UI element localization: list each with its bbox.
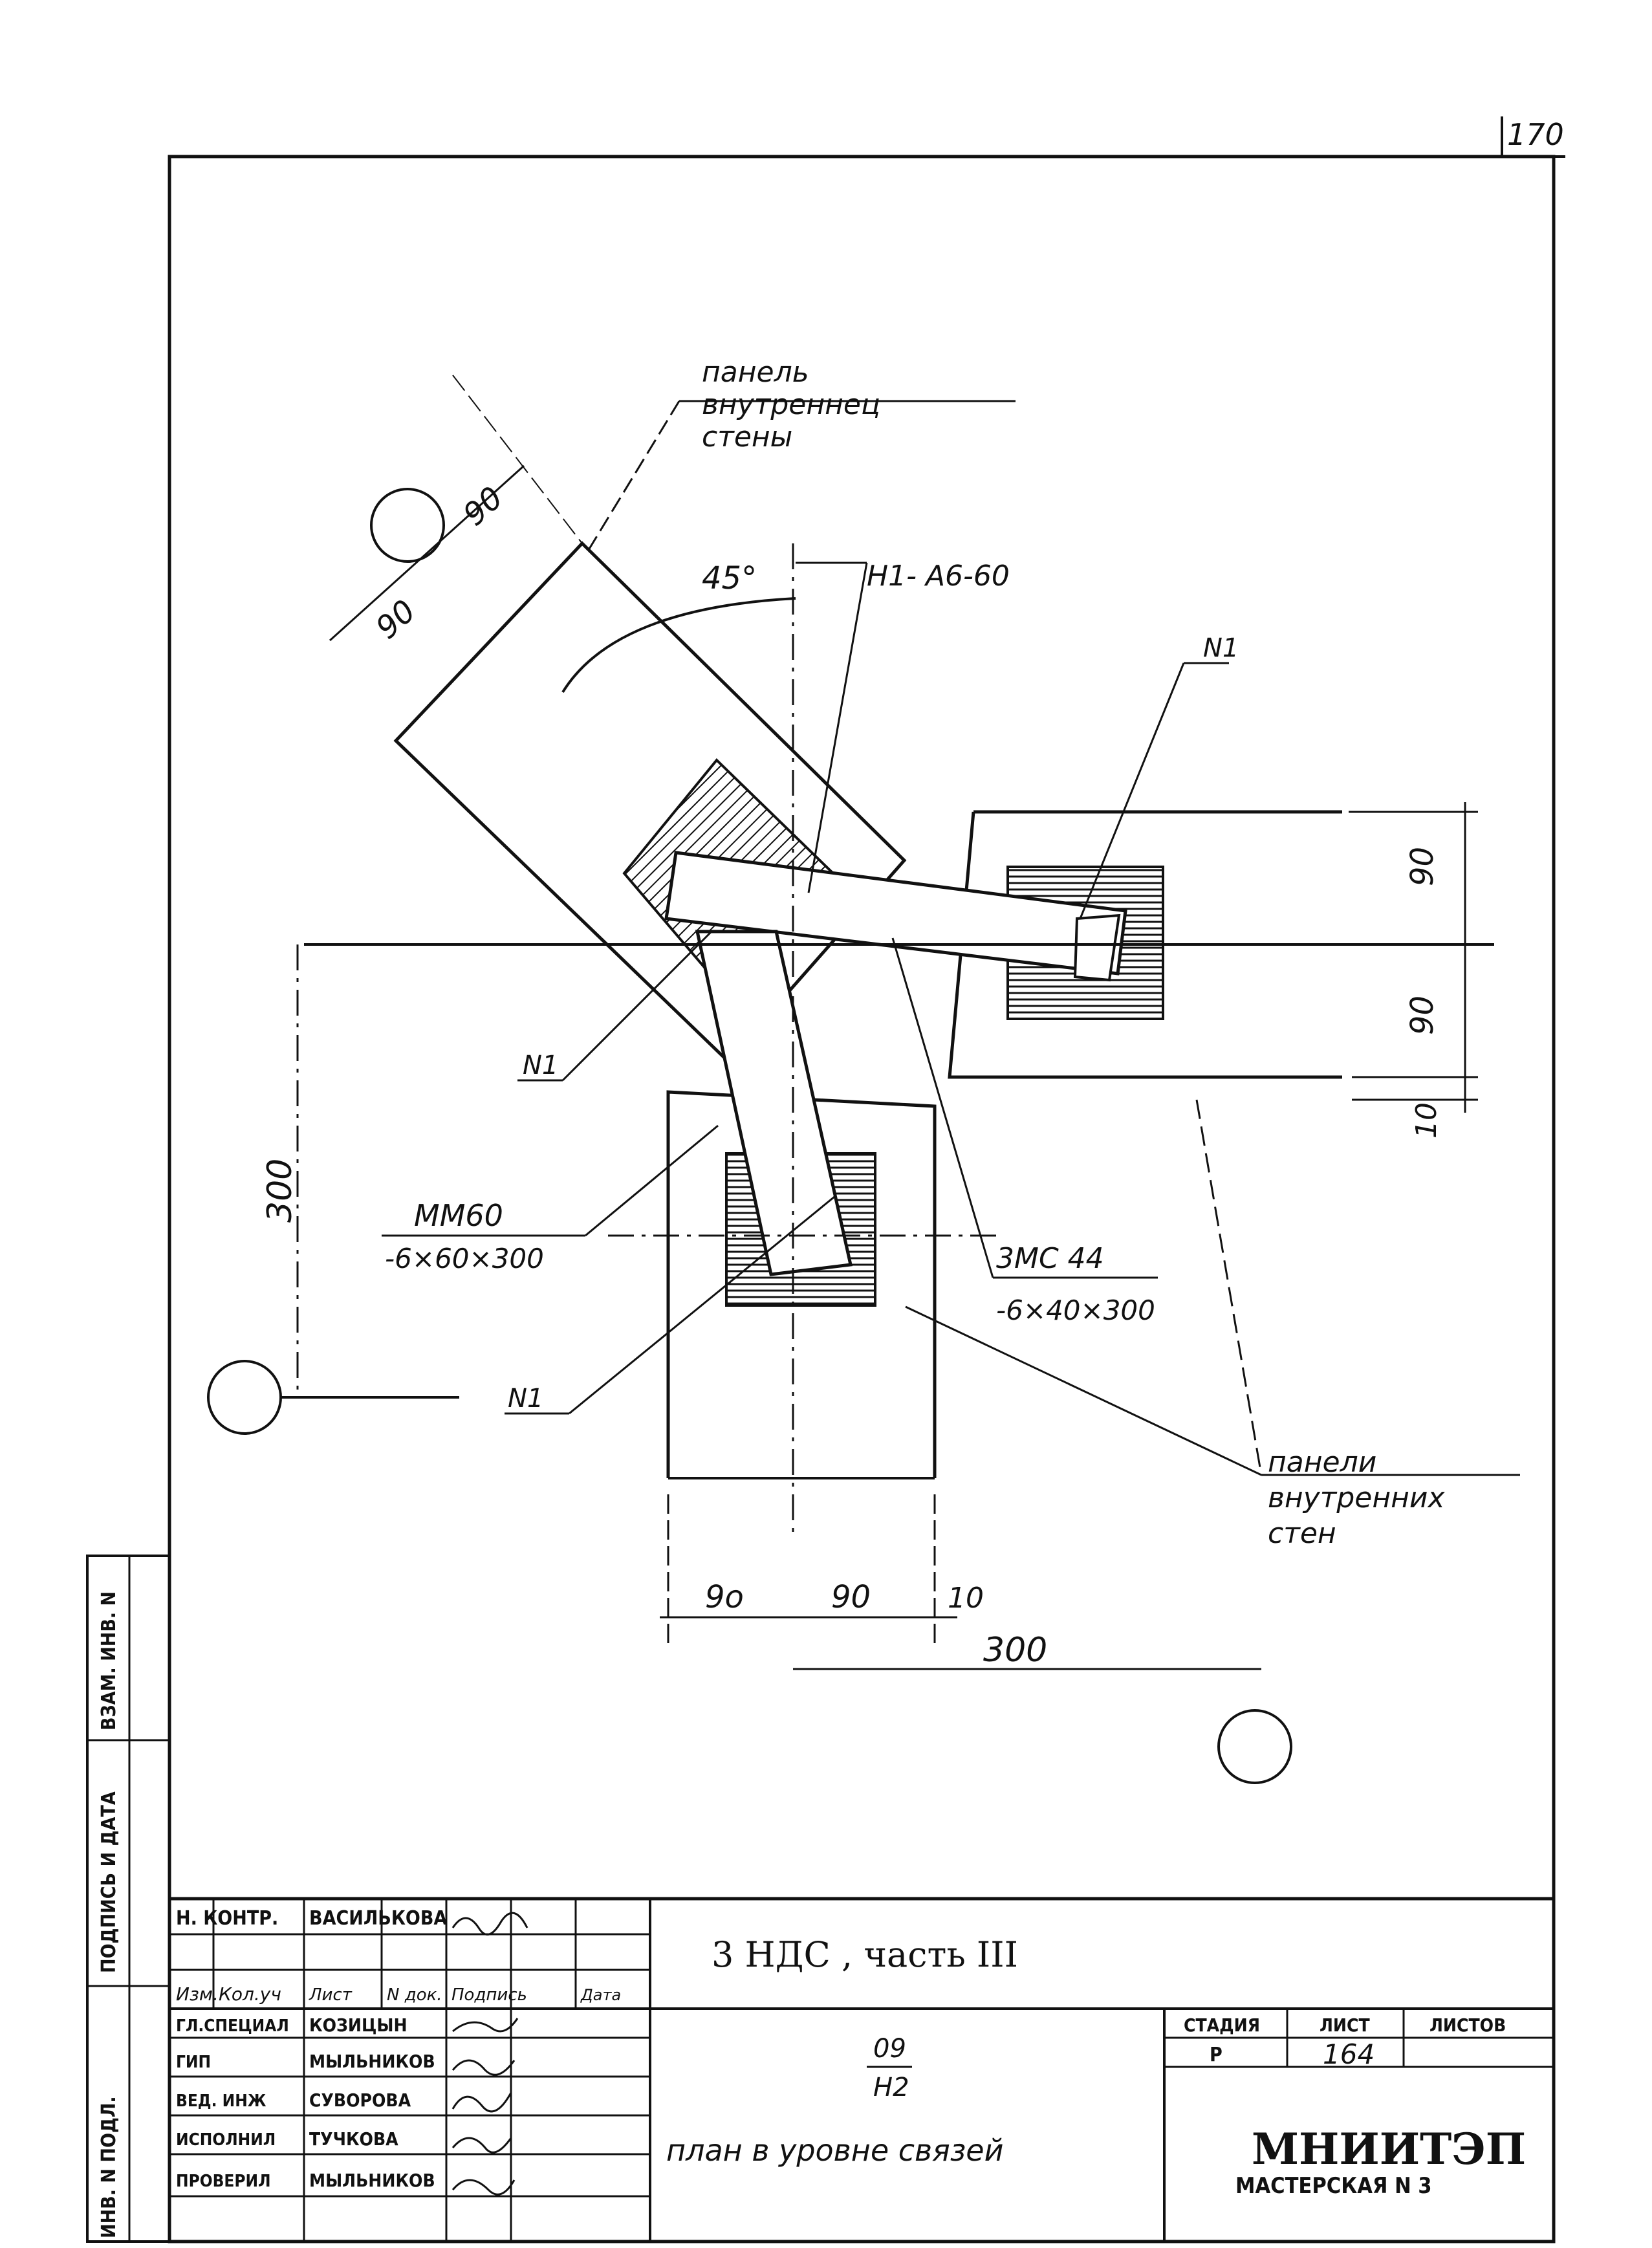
sheet-title: план в уровне связей [666,2133,1004,2168]
dim-rotated-90b: 90 [457,479,510,532]
axis-circle-left [207,1360,282,1435]
label-n1-right: N1 [1203,633,1239,663]
role-ispolnil: ИСПОЛНИЛ [176,2130,276,2150]
label-panel-inner-2: внутреннец [702,388,880,421]
plan-labels: панель внутреннец стены 45° Н1- А6-60 N1… [261,356,1446,1670]
hdr-izm: Изм. [176,1983,219,2005]
sheet-value: 164 [1323,2038,1375,2070]
dim-left-300: 300 [261,1159,299,1223]
org-name: МНИИТЭП [1252,2124,1526,2174]
axis-circle-bottom [1217,1709,1292,1784]
label-panel-inner-1: панель [702,356,809,389]
angle-arc [561,597,796,693]
strip-mm60 [695,930,853,1276]
label-n1-bottom: N1 [508,1384,543,1413]
hdr-kol-uch: Кол.уч [219,1983,281,2005]
name-vasilkova: ВАСИЛЬКОВА [309,1907,447,1930]
label-mm60-size: -6×60×300 [385,1243,544,1274]
label-panels-inner-2: внутренних [1268,1481,1446,1514]
hdr-data: Дата [580,1986,621,2004]
label-panels-inner-3: стен [1268,1517,1336,1550]
label-n1-left: N1 [523,1051,558,1080]
role-ved-inzh: ВЕД. ИНЖ [176,2091,266,2111]
role-proveril: ПРОВЕРИЛ [176,2172,271,2191]
role-n-kontr: Н. КОНТР. [176,1907,278,1930]
rotated-dimension-line [329,464,525,642]
hdr-list: Лист [309,1985,353,2005]
name-tuchkova: ТУЧКОВА [309,2128,398,2150]
dim-right-90b: 90 [1404,996,1440,1035]
signatures [451,1912,528,2196]
name-suvorova: СУВОРОВА [309,2090,411,2111]
sheet-corner-number: 170 [1507,117,1564,152]
workshop-name: МАСТЕРСКАЯ N 3 [1235,2173,1432,2199]
label-3mc44-size: -6×40×300 [996,1294,1155,1326]
hdr-podpis: Подпись [451,1985,527,2005]
role-gl-spec: ГЛ.СПЕЦИАЛ [176,2016,289,2036]
stage-value: Р [1210,2044,1223,2066]
plan-drawing [207,375,1520,1784]
name-mylnikov-2: МЫЛЬНИКОВ [309,2170,435,2191]
axis-circle-top-left [370,488,445,563]
dim-bottom-90b: 90 [831,1579,871,1615]
label-panels-inner-1: панели [1268,1446,1376,1479]
label-3mc44: 3МС 44 [996,1242,1104,1275]
dim-bottom-300: 300 [983,1631,1047,1670]
stamp-podpis-data: ПОДПИСЬ И ДАТА [98,1791,120,1973]
label-mm60: ММ60 [414,1198,503,1233]
dim-bottom-90a: 9o [705,1579,744,1615]
code-bottom: Н2 [873,2073,909,2102]
label-angle: 45° [702,560,757,596]
rotated-wall-panel [393,541,907,1064]
dim-rotated-90a: 90 [369,593,423,646]
sheet-label: ЛИСТ [1320,2014,1370,2036]
dim-bottom-10: 10 [948,1582,984,1615]
stamp-vzam-inv: ВЗАМ. ИНВ. N [98,1591,120,1730]
sheets-label: ЛИСТОВ [1429,2014,1506,2036]
name-mylnikov-1: МЫЛЬНИКОВ [309,2051,435,2072]
dim-right-90a: 90 [1404,847,1440,886]
label-h1: Н1- А6-60 [867,560,1010,593]
dim-right-10: 10 [1410,1102,1443,1139]
hdr-n-dok: N док. [387,1985,442,2005]
project-title: 3 НДС , часть III [712,1934,1018,1975]
code-top: 09 [873,2034,906,2064]
stamp-inv-podl: ИНВ. N ПОДЛ. [98,2096,120,2238]
label-panel-inner-3: стены [702,420,792,453]
role-gip: ГИП [176,2053,211,2072]
name-kozicyn: КОЗИЦЫН [309,2014,408,2036]
stage-label: СТАДИЯ [1184,2014,1260,2036]
